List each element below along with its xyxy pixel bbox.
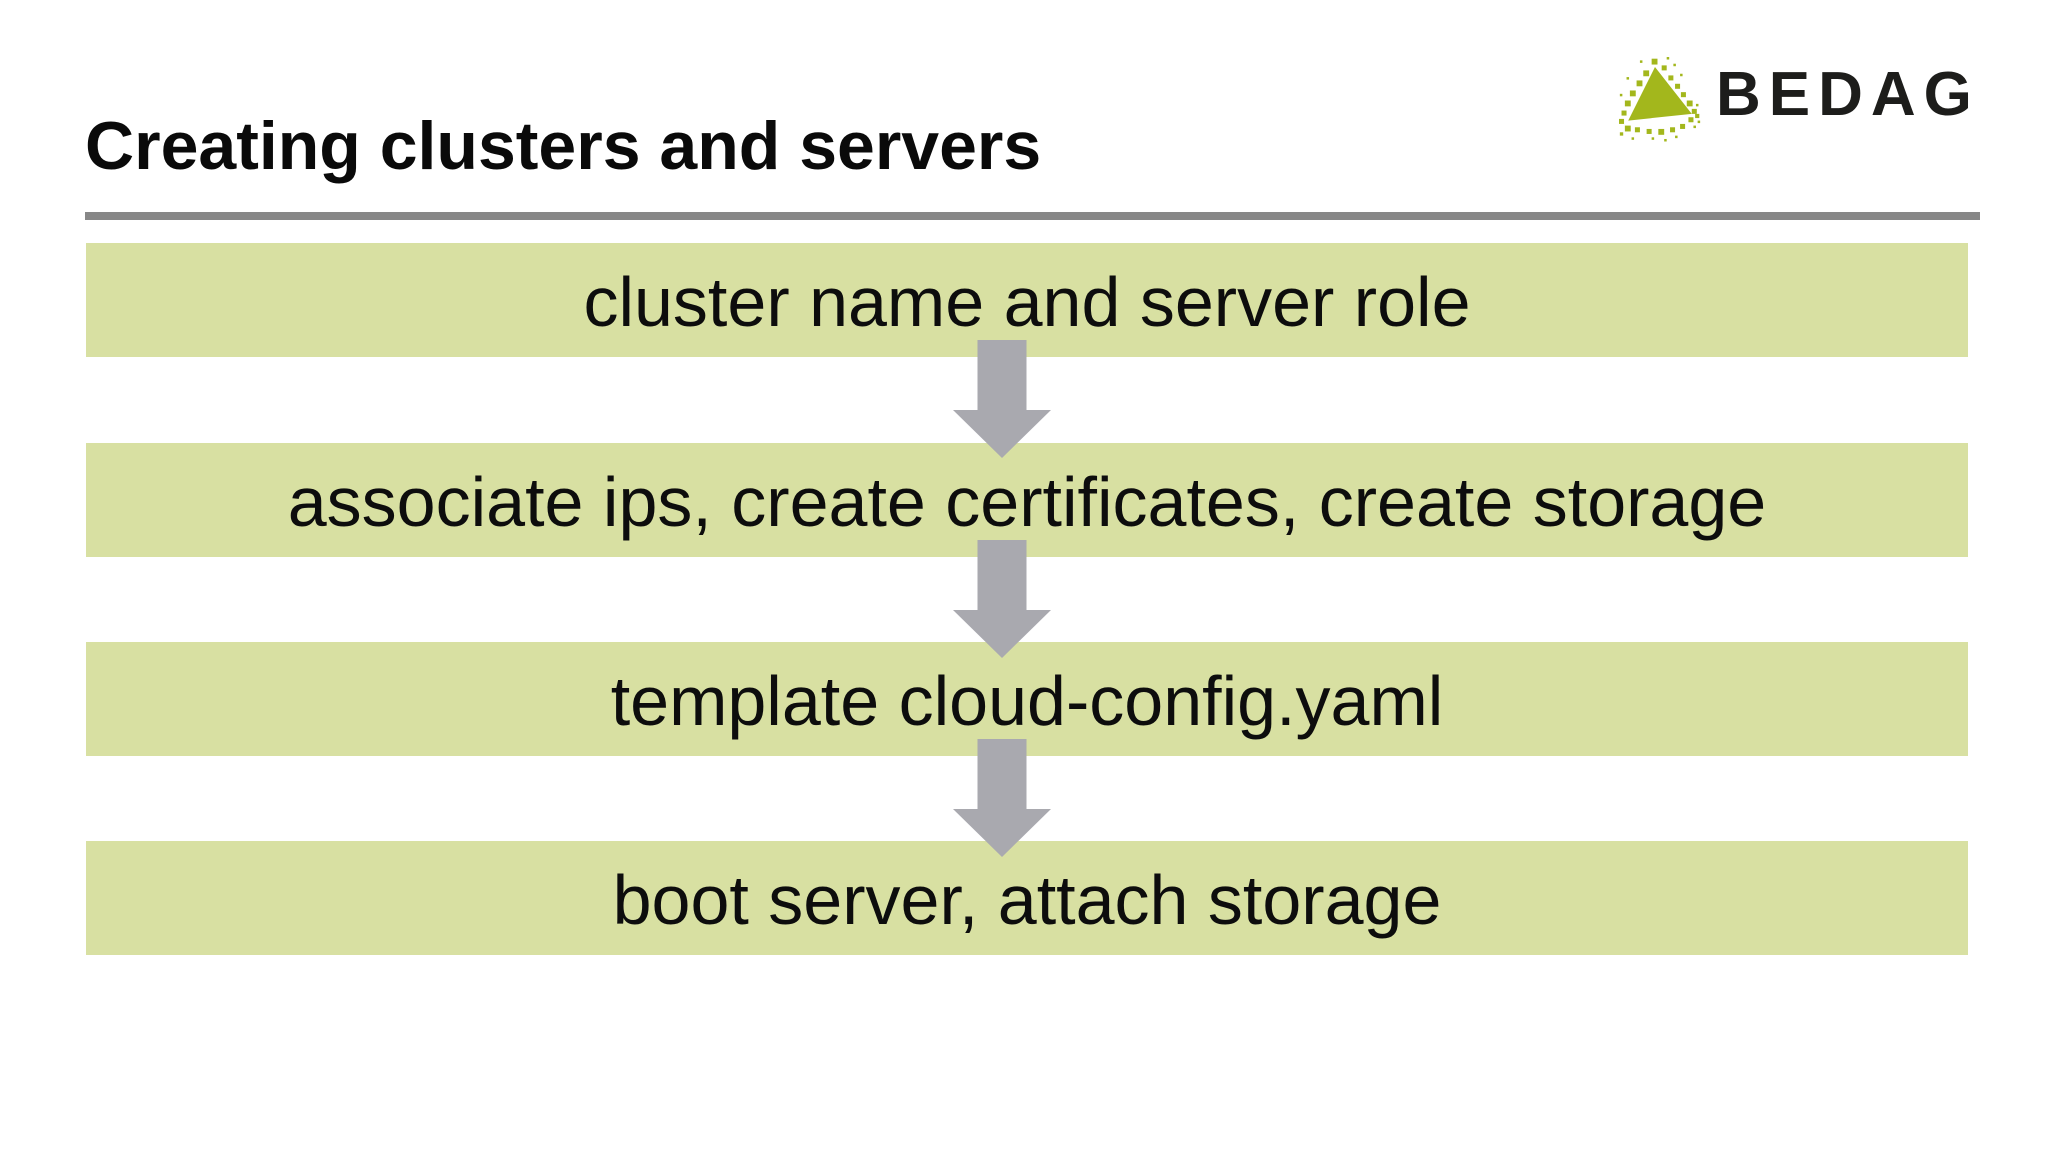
bedag-wordmark: BEDAG	[1716, 60, 1980, 129]
page-title: Creating clusters and servers	[85, 108, 1042, 184]
bedag-logo: BEDAG	[1618, 50, 1984, 146]
title-underline	[85, 212, 1980, 220]
flow-step-3-label: template cloud-config.yaml	[610, 662, 1444, 740]
flow-step-4-label: boot server, attach storage	[612, 861, 1442, 939]
flow-step-1: cluster name and server role	[86, 243, 1968, 357]
flow-step-1-label: cluster name and server role	[583, 263, 1471, 341]
down-arrow-icon	[953, 340, 1051, 458]
down-arrow-icon	[953, 540, 1051, 658]
flow-step-2: associate ips, create certificates, crea…	[86, 443, 1968, 557]
bedag-triangle-icon	[1618, 52, 1702, 144]
flow-step-3: template cloud-config.yaml	[86, 642, 1968, 756]
flow-step-4: boot server, attach storage	[86, 841, 1968, 955]
flow-step-2-label: associate ips, create certificates, crea…	[287, 463, 1767, 541]
down-arrow-icon	[953, 739, 1051, 857]
